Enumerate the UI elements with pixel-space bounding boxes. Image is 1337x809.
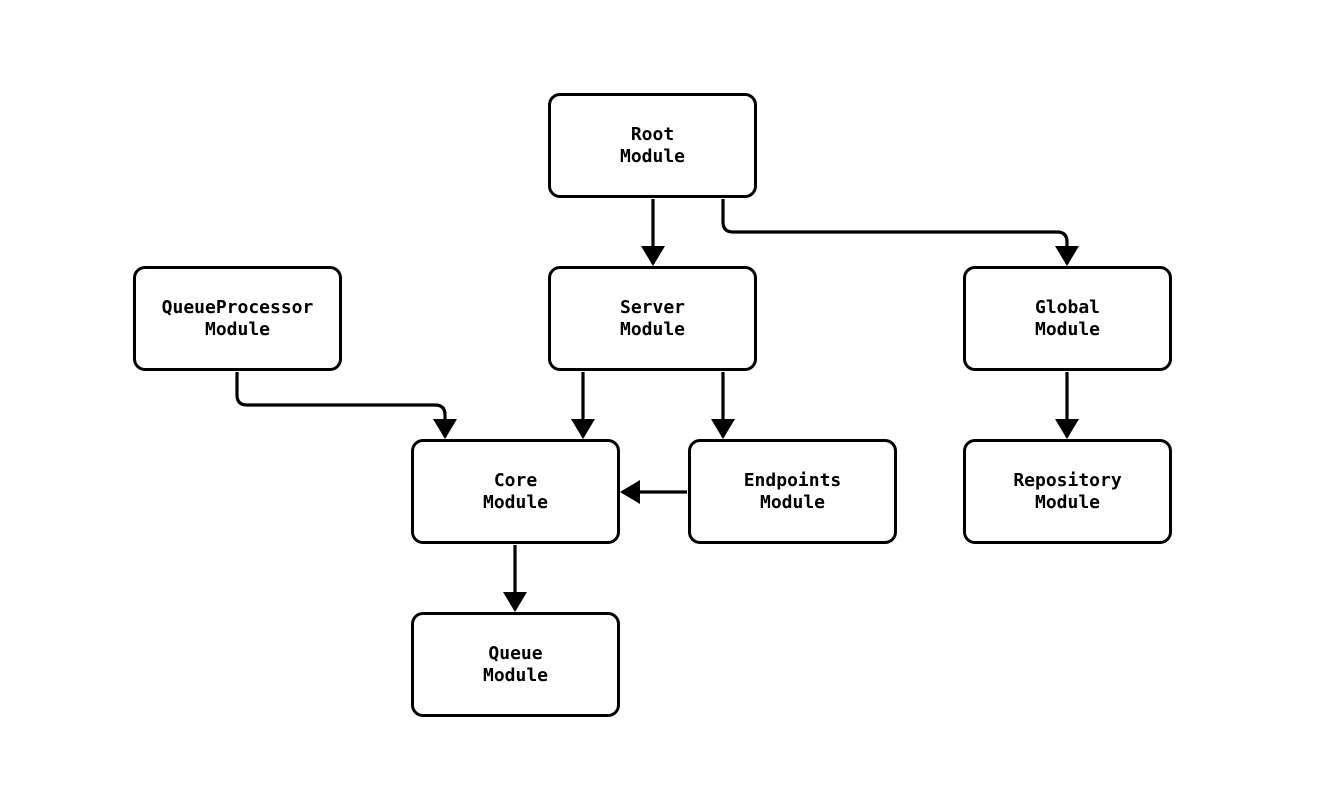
node-label-line: Module	[482, 664, 549, 686]
node-global-module: Global Module	[963, 266, 1172, 371]
node-core-module: Core Module	[411, 439, 620, 544]
node-root-module: Root Module	[548, 93, 757, 198]
node-repository-module: Repository Module	[963, 439, 1172, 544]
edge-queueprocessor-to-core	[235, 372, 457, 439]
node-server-module: Server Module	[548, 266, 757, 371]
node-label-line: Server	[619, 296, 686, 318]
edge-root-to-global	[721, 199, 1079, 266]
node-label-line: Global	[1034, 296, 1101, 318]
node-label-line: Module	[1034, 491, 1101, 513]
node-label-line: Repository	[1013, 469, 1122, 491]
node-label-line: Endpoints	[743, 469, 842, 491]
node-label-line: Module	[619, 145, 686, 167]
node-label-line: Queue	[488, 642, 543, 664]
node-label-line: Module	[619, 318, 686, 340]
node-label-line: QueueProcessor	[161, 296, 314, 318]
node-queue-module: Queue Module	[411, 612, 620, 717]
node-queueprocessor-module: QueueProcessor Module	[133, 266, 342, 371]
node-label-line: Module	[759, 491, 826, 513]
node-label-line: Module	[204, 318, 271, 340]
node-endpoints-module: Endpoints Module	[688, 439, 897, 544]
node-label-line: Module	[1034, 318, 1101, 340]
node-label-line: Core	[493, 469, 538, 491]
node-label-line: Module	[482, 491, 549, 513]
node-label-line: Root	[630, 123, 675, 145]
